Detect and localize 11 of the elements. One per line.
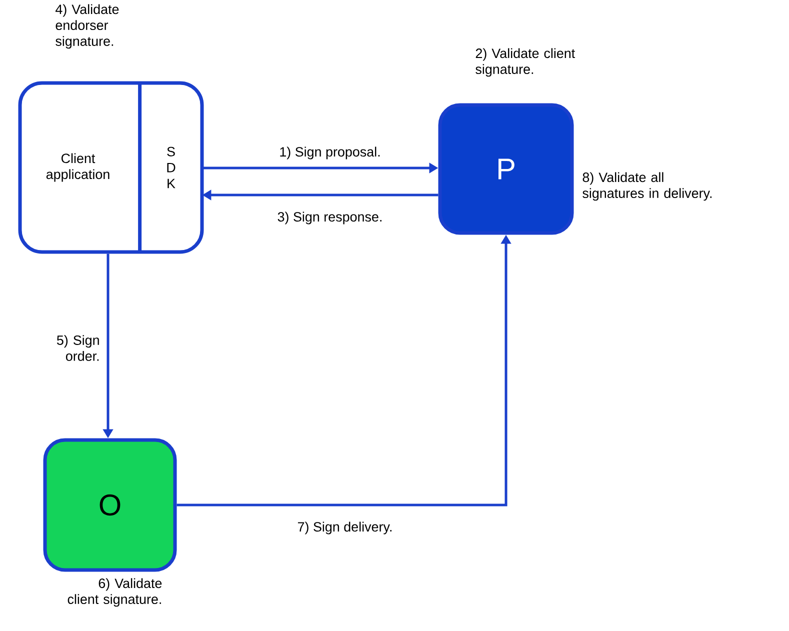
peer-box: O xyxy=(43,438,177,572)
caption-text: 4) Validate endorser signature. xyxy=(56,4,119,49)
peer-box: P xyxy=(438,103,574,235)
caption-text: 8) Validate all signatures in delivery. xyxy=(582,172,712,201)
edge-label: 1) Sign proposal. xyxy=(278,146,382,160)
caption-text: 2) Validate client signature. xyxy=(476,48,575,77)
edge-label: 7) Sign delivery. xyxy=(296,520,394,536)
edge-label: 5) Sign order. xyxy=(56,335,99,361)
caption-text: 6) Validate client signature. xyxy=(68,578,162,607)
sdk-panel: S D K xyxy=(138,82,176,252)
edge-label: 3) Sign response. xyxy=(276,210,384,226)
